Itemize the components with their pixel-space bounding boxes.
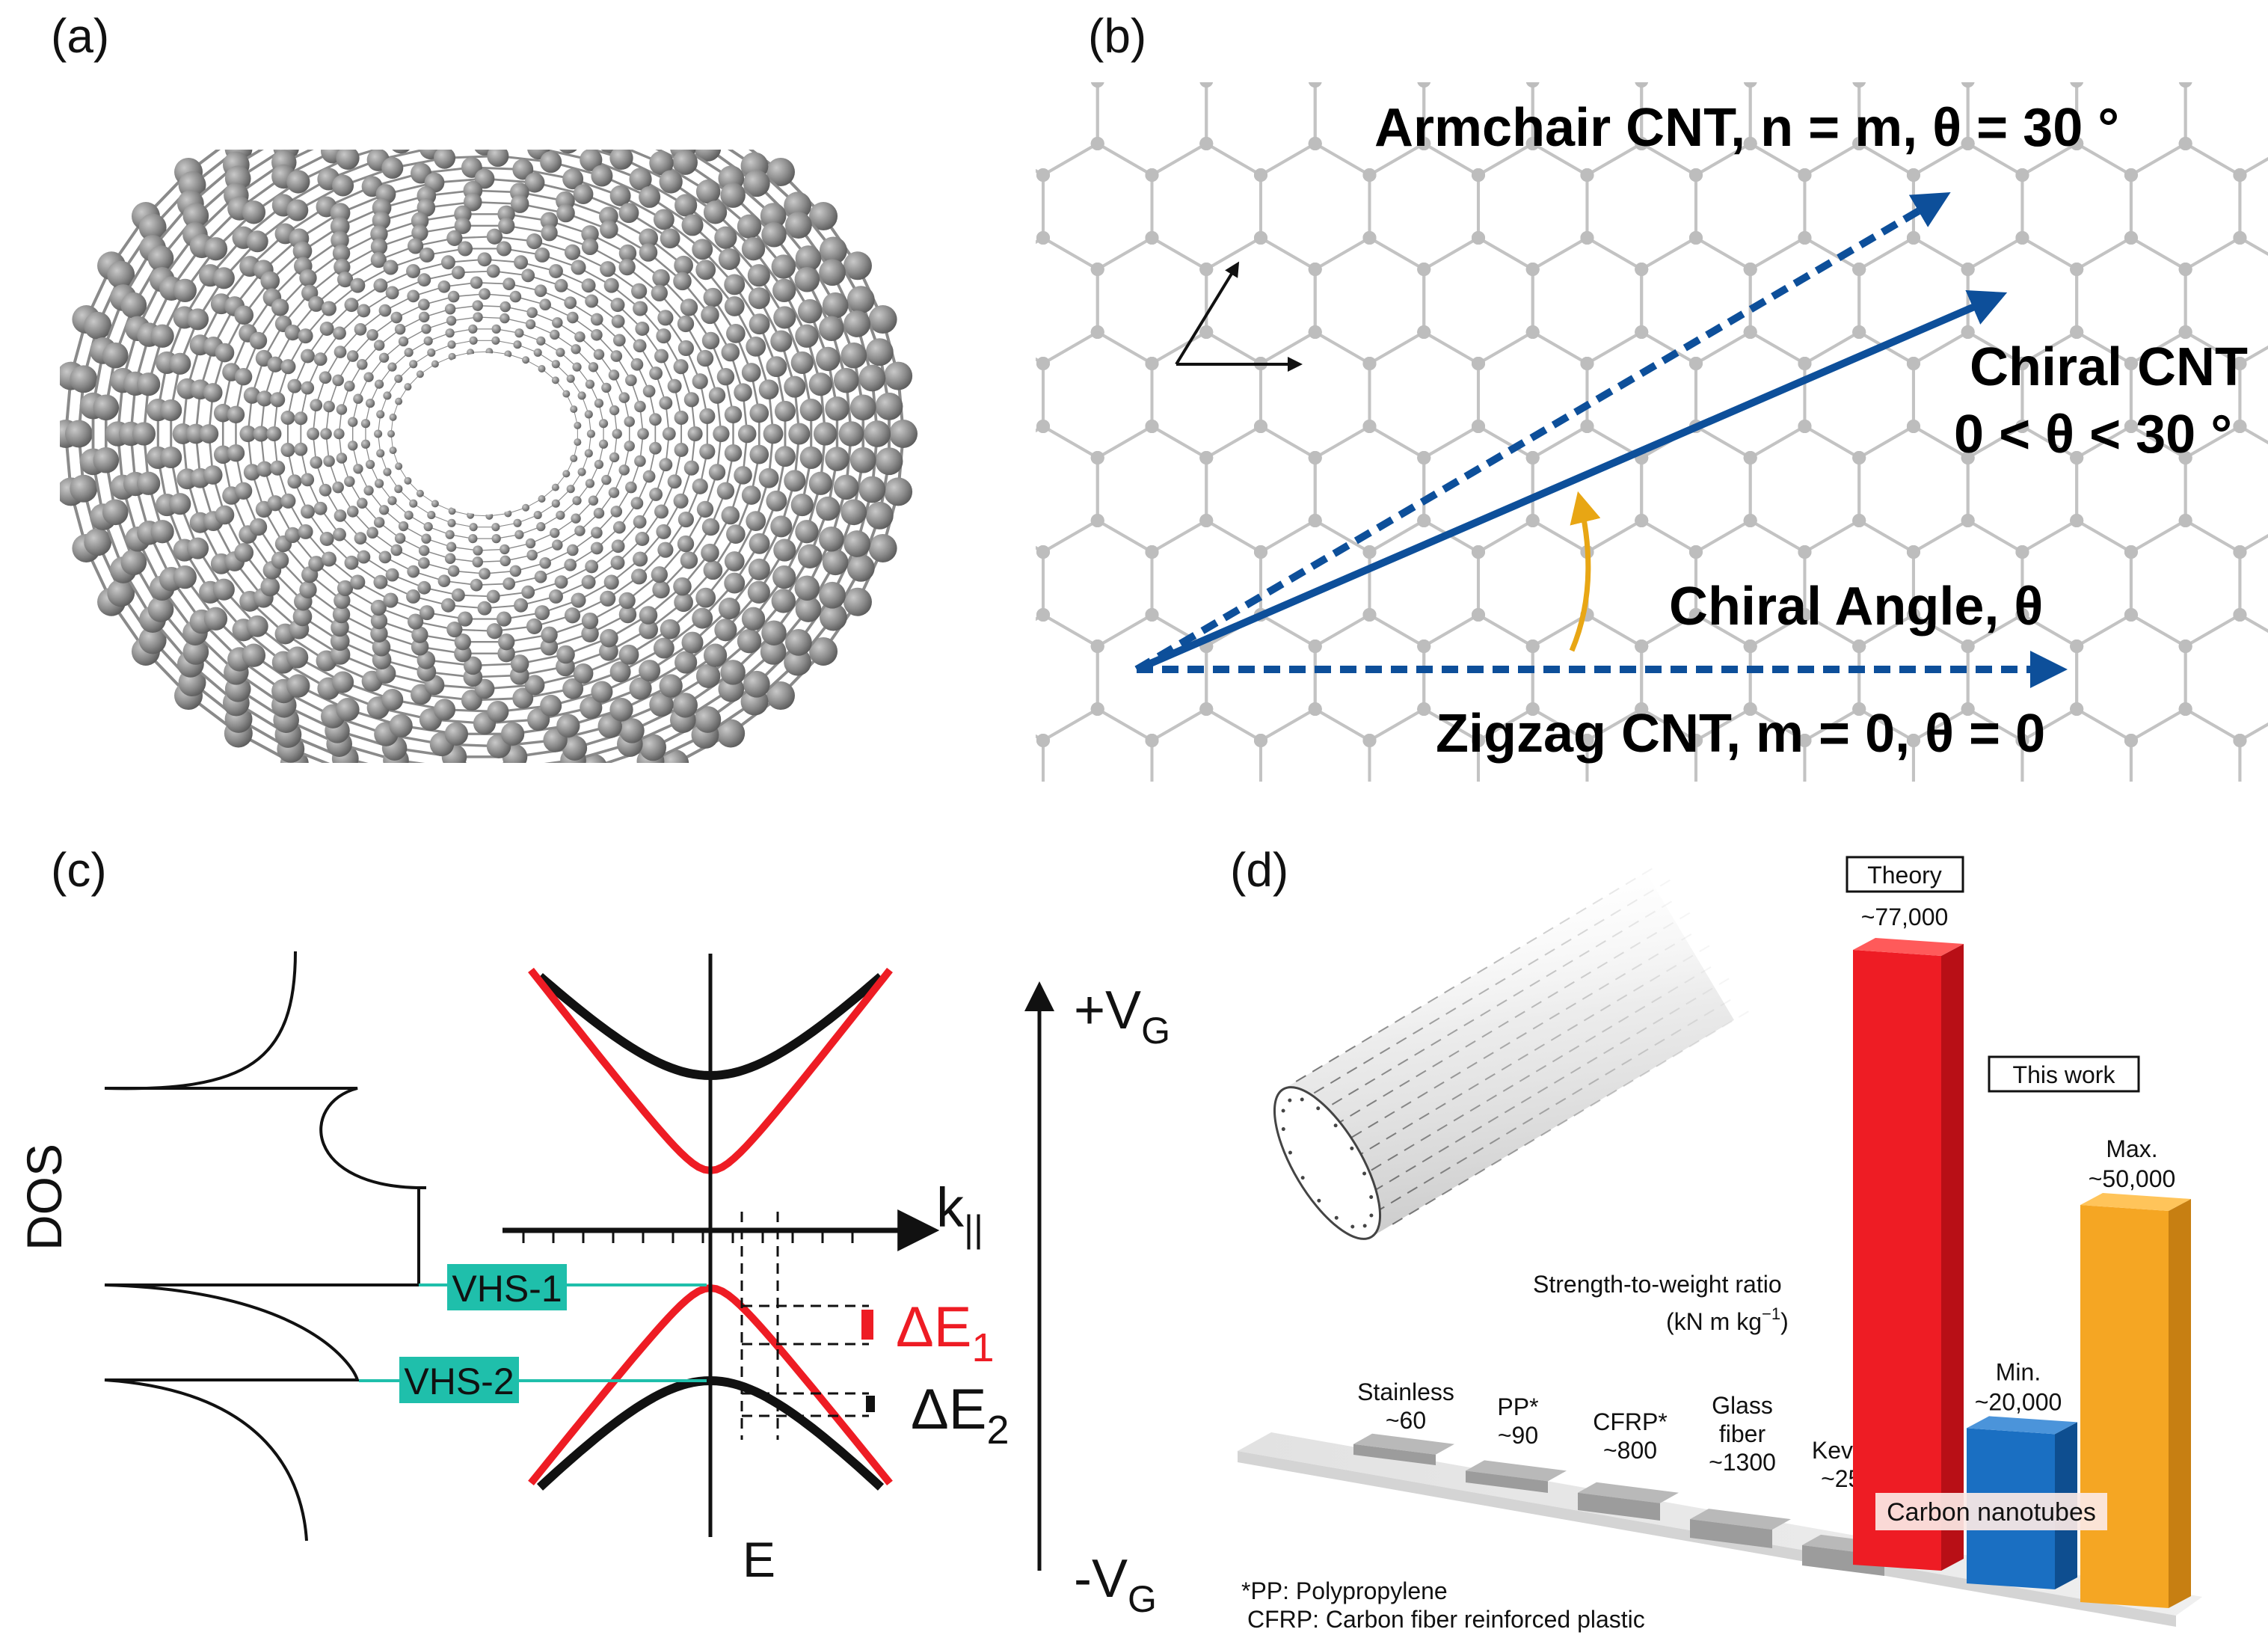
zigzag-label: Zigzag CNT, m = 0, θ = 0 — [1436, 704, 2045, 764]
cnt-bar-name: Max. — [2106, 1135, 2157, 1162]
minus-vg-label: -VG — [1074, 1549, 1157, 1620]
material-block-top — [1578, 1482, 1679, 1503]
k-axis-ticks — [522, 1230, 854, 1243]
panel-b-letter: (b) — [1088, 9, 1146, 63]
material-name: Glass — [1712, 1392, 1773, 1419]
delta-e-guides — [740, 1212, 869, 1440]
cnt-bar-top — [2080, 1193, 2191, 1212]
cnt-bar-value: ~77,000 — [1861, 904, 1949, 930]
panel-a-letter: (a) — [51, 9, 109, 63]
cnt-bar-top — [1853, 938, 1964, 956]
cnt-bar-name: Min. — [1996, 1358, 2041, 1385]
theory-box-label: Theory — [1867, 862, 1942, 889]
material-block-top — [1353, 1433, 1454, 1455]
vhs1-label: VHS-1 — [452, 1268, 562, 1310]
vhs2-label: VHS-2 — [404, 1361, 514, 1402]
vhs1-box — [447, 1264, 567, 1310]
cnt-bar-theory — [1853, 950, 1941, 1571]
lattice-vector-a2 — [1175, 261, 1240, 366]
delta-e2-marker — [866, 1396, 875, 1412]
panel-d: (d) Stainless~60 PP*~90 CFRP*~800 Glassfibe… — [1230, 843, 2202, 1633]
cnt-label-box — [1875, 1493, 2107, 1530]
delta-e1-label: ΔE1 — [896, 1295, 995, 1370]
material-block — [1690, 1519, 1772, 1548]
cnt-bar-max — [2080, 1205, 2169, 1608]
e-axis-label: E — [743, 1532, 775, 1587]
material-value: ~90 — [1498, 1422, 1538, 1449]
dos-curve — [104, 951, 427, 1542]
material-name: fiber — [1719, 1420, 1766, 1447]
ratio-title: Strength-to-weight ratio — [1533, 1271, 1782, 1298]
material-blocks: Stainless~60 PP*~90 CFRP*~800 Glassfiber~13… — [1353, 1378, 1903, 1576]
ratio-unit: (kN m kg−1) — [1666, 1304, 1789, 1335]
theory-box — [1846, 856, 1964, 893]
dos-axis-label: DOS — [16, 1144, 72, 1251]
k-axis-label: k|| — [936, 1177, 983, 1250]
cnt-end-view — [60, 150, 918, 763]
armchair-label: Armchair CNT, n = m, θ = 30 ° — [1374, 98, 2119, 158]
material-value: ~1300 — [1709, 1449, 1776, 1476]
panel-b: (b) Armchair CNT, n = m, θ = 30 ° Chiral… — [1036, 9, 2268, 782]
delta-e2-label: ΔE2 — [911, 1378, 1009, 1453]
armchair-vector — [1134, 191, 1951, 673]
panel-c: (c) DOS E k|| ΔE1 ΔE2 — [16, 843, 1170, 1620]
panel-d-letter: (d) — [1230, 843, 1288, 897]
vhs2-box — [399, 1357, 519, 1403]
material-value: ~800 — [1603, 1437, 1657, 1464]
chiral-angle-arrow — [1569, 491, 1601, 652]
material-value: ~60 — [1386, 1407, 1426, 1434]
material-block — [1578, 1492, 1660, 1521]
footnote-cfrp: CFRP: Carbon fiber reinforced plastic — [1247, 1606, 1645, 1633]
chiral-range-label: 0 < θ < 30 ° — [1954, 405, 2232, 464]
chiral-vector — [1135, 289, 2008, 673]
this-work-box — [1988, 1055, 2140, 1093]
material-name: Stainless — [1357, 1378, 1454, 1405]
plus-vg-label: +VG — [1074, 981, 1170, 1052]
cnt-group-label: Carbon nanotubes — [1887, 1498, 2096, 1527]
cnt-bar-side — [2169, 1199, 2191, 1608]
this-work-box-label: This work — [2013, 1061, 2116, 1088]
material-block-top — [1690, 1509, 1791, 1530]
material-block — [1353, 1444, 1436, 1465]
footnote-pp: *PP: Polypropylene — [1241, 1577, 1448, 1604]
graphene-lattice — [1036, 82, 2268, 782]
cnt-bar-value: ~20,000 — [1975, 1388, 2062, 1415]
lattice-vectors — [1175, 261, 1303, 372]
chiral-angle-label: Chiral Angle, θ — [1669, 577, 2043, 637]
cnt-bar-value: ~50,000 — [2089, 1165, 2176, 1192]
material-block-top — [1466, 1460, 1567, 1482]
panel-a: (a) — [51, 9, 918, 763]
material-name: CFRP* — [1593, 1408, 1668, 1435]
material-block — [1466, 1470, 1548, 1493]
material-block — [1802, 1545, 1884, 1576]
chiral-cnt-label: Chiral CNT — [1970, 337, 2248, 397]
panel-c-letter: (c) — [51, 843, 107, 897]
cnt-bar-top — [1967, 1416, 2077, 1435]
delta-e1-marker — [861, 1310, 873, 1340]
cnt-side-view — [1273, 868, 1749, 1240]
cnt-bar-side — [1941, 944, 1964, 1571]
material-name: PP* — [1497, 1393, 1538, 1420]
